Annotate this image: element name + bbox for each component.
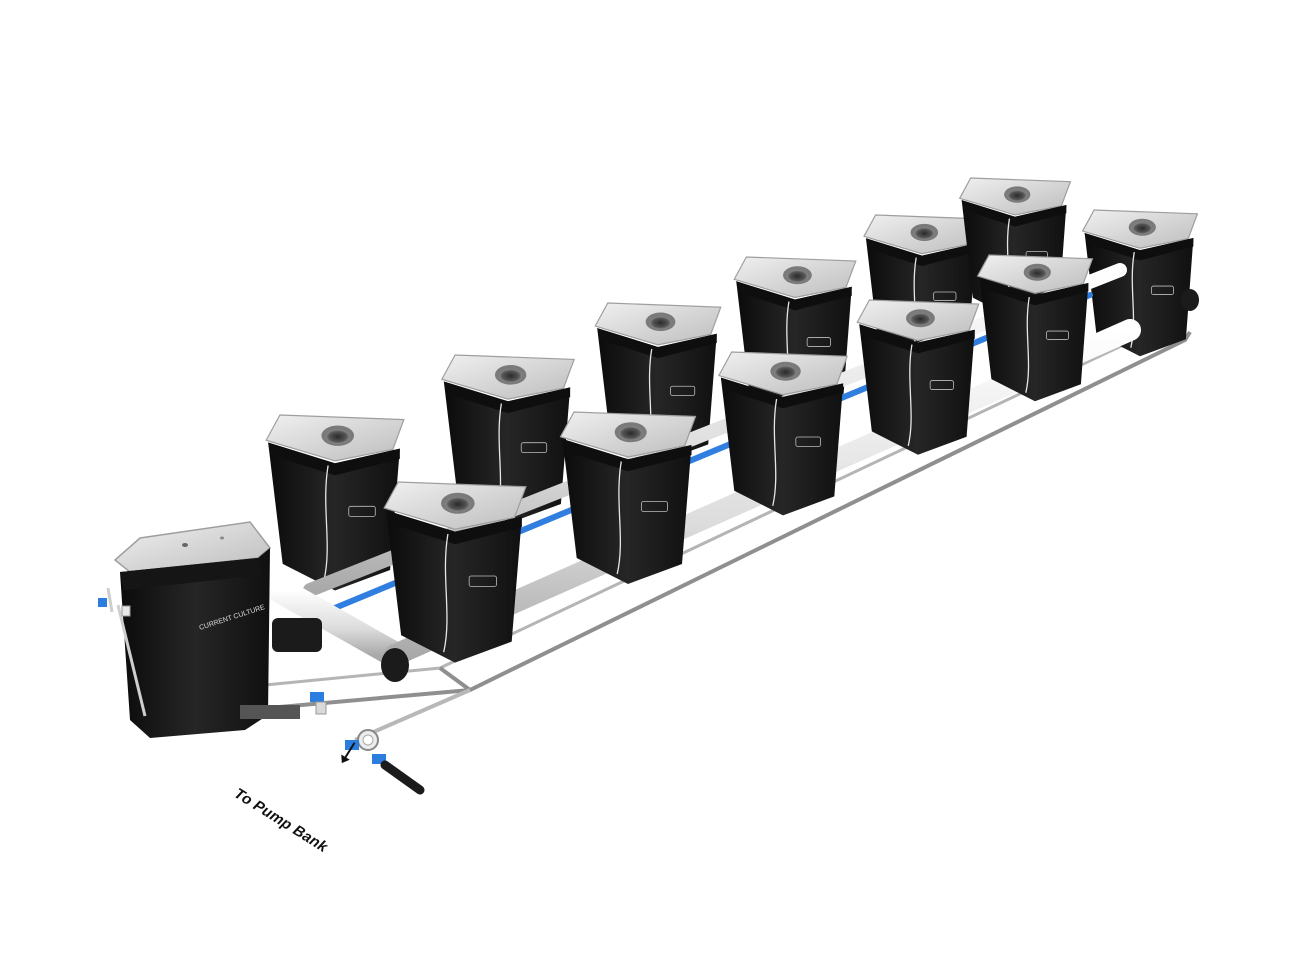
front-bucket-3 [717, 351, 848, 516]
front-bucket-2 [559, 411, 697, 584]
back-bucket-1 [265, 414, 405, 591]
reservoir-controller-icon: CURRENT CULTURE [98, 521, 322, 738]
front-bucket-4 [856, 299, 980, 455]
front-row-buckets [383, 254, 1094, 663]
back-bucket-7 [1081, 209, 1199, 357]
ball-valve-icon [310, 692, 425, 795]
end-cap [381, 289, 1199, 682]
front-bucket-5 [976, 254, 1094, 402]
front-bucket-1 [383, 481, 527, 663]
